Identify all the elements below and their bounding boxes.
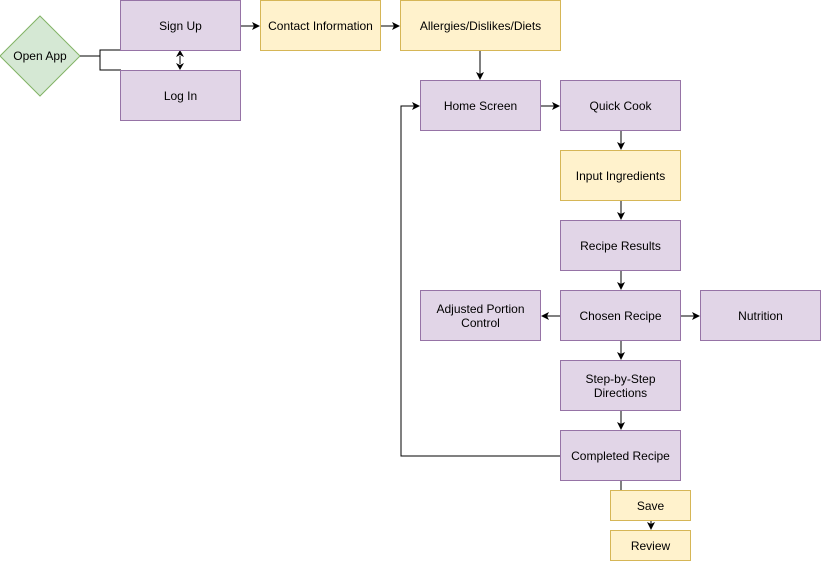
log-in-node[interactable]: Log In [120,70,241,121]
completed-recipe-node[interactable]: Completed Recipe [560,430,681,481]
edge-completed-to-home [400,102,560,457]
save-node[interactable]: Save [610,490,691,521]
adjusted-portion-control-node[interactable]: Adjusted Portion Control [420,290,541,341]
contact-information-node[interactable]: Contact Information [260,0,381,51]
quick-cook-node[interactable]: Quick Cook [560,80,681,131]
recipe-results-node[interactable]: Recipe Results [560,220,681,271]
edge-sign-up-log-in-arrow-down [176,63,184,70]
open-app-label: Open App [13,49,67,63]
allergies-dislikes-diets-node[interactable]: Allergies/Dislikes/Diets [400,0,561,51]
edge-open-app-to-log-in [99,56,121,71]
sign-up-node[interactable]: Sign Up [120,0,241,51]
home-screen-node[interactable]: Home Screen [420,80,541,131]
edge-sign-up-log-in-arrow-up [176,50,184,57]
step-by-step-directions-node[interactable]: Step-by-Step Directions [560,360,681,411]
nutrition-node[interactable]: Nutrition [700,290,821,341]
open-app-node[interactable]: Open App [0,16,80,96]
chosen-recipe-node[interactable]: Chosen Recipe [560,290,681,341]
edge-open-app-to-sign-up [80,49,121,57]
input-ingredients-node[interactable]: Input Ingredients [560,150,681,201]
review-node[interactable]: Review [610,530,691,561]
open-app-diamond-shape [0,15,81,97]
